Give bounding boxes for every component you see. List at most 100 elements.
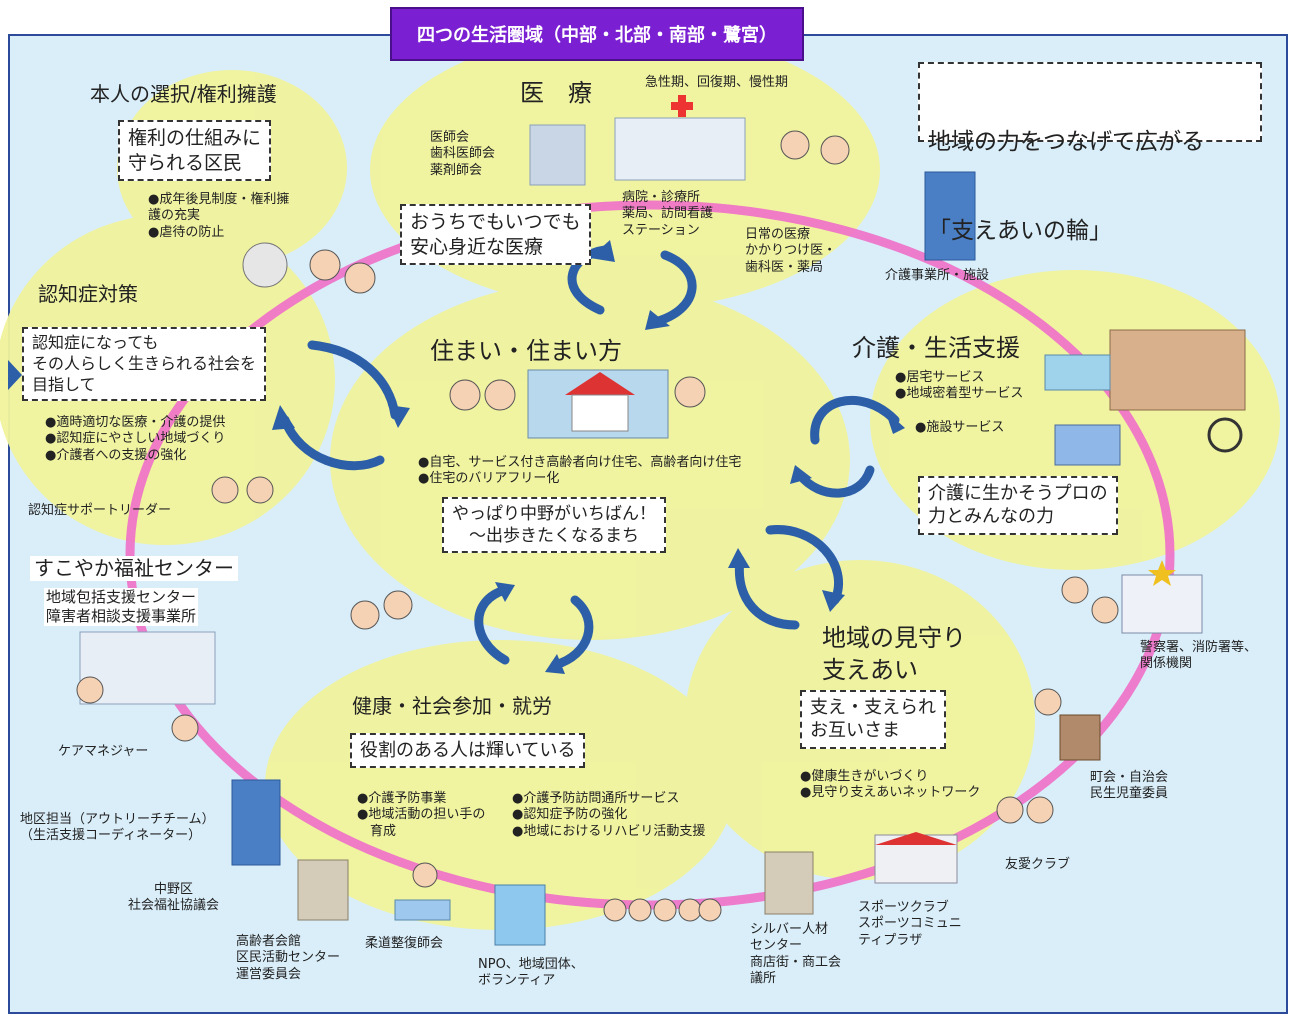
elderly-right [484,379,516,411]
ring-label-sports: スポーツクラブ スポーツコミュニ ティプラザ [858,900,962,948]
health-elder-2 [383,590,413,620]
watch-box: 支え・支えられ お互いさま [800,690,946,749]
arrowhead-9 [495,582,515,602]
center-title: すこやか福祉センター [30,556,238,581]
police-officer [1061,576,1089,604]
outreach-tower [231,779,281,866]
slogan-line1: 地域の力をつなげて広がる [928,128,1204,155]
dementia-supporter: 認知症サポートリーダー [28,503,172,518]
arrow-medical-left [567,245,610,315]
ring-label-silver: シルバー人材 センター 商店街・商工会 議所 [750,922,842,986]
arrowhead-2 [645,310,670,330]
hospital-building [614,117,746,181]
dementia-helper [309,249,341,281]
arrow-watch-bottom [734,555,800,630]
health-bullets-right: ●介護予防訪問通所サービス ●認知症予防の強化 ●地域におけるリハビリ活動支援 [512,791,706,839]
npo-house [494,884,546,946]
arrow-medical-right [650,250,697,327]
center-sub: 地域包括支援センター 障害者相談支援事業所 [44,588,199,626]
ring-label-police: 警察署、消防署等、 関係機関 [1140,640,1258,672]
care-home [1109,329,1246,411]
care-manager-figure [76,676,104,704]
arrowhead-6 [790,465,812,484]
rights-title: 本人の選択/権利擁護 [90,82,277,106]
medical-title: 医 療 [520,79,592,107]
housing-box: やっぱり中野がいちばん！ ～出歩きたくなるまち [442,497,666,554]
dementia-bullets: ●適時適切な医療・介護の提供 ●認知症にやさしい地域づくり ●介護者への支援の強… [45,415,226,463]
elderly-man [674,376,706,408]
volunteer-group [603,898,722,922]
health-title: 健康・社会参加・就労 [352,694,552,718]
police-building [1121,574,1203,634]
town-house [1059,714,1101,761]
dementia-helper2 [344,262,376,294]
health-bullets-left: ●介護予防事業 ●地域活動の担い手の 育成 [357,791,486,839]
arrowhead-3 [388,405,410,428]
health-box: 役割のある人は輝いている [350,733,586,769]
care-bath [1044,354,1111,391]
arrow-dementia-top [307,340,400,420]
silver-building [764,851,814,915]
ring-label-social-welfare: 中野区 社会福祉協議会 [128,882,220,914]
medical-periods: 急性期、回復期、慢性期 [645,75,789,90]
rights-bullets: ●成年後見制度・権利擁 護の充実 ●虐待の防止 [148,192,290,240]
care-bed [1054,424,1121,466]
arrowhead-8 [728,548,750,568]
wheelchair [1207,417,1243,453]
sports-roof [875,832,957,845]
yuai-figure2 [1026,796,1054,824]
arrow-care-bottom [795,465,875,498]
dementia-elder [242,242,288,288]
judo-figure [412,862,438,888]
police-star [1148,560,1176,586]
watch-bullets: ●健康生きがいづくり ●見守り支えあいネットワーク [800,769,981,801]
medical-building [529,124,586,186]
outreach-figure [171,714,199,742]
slogan-line2: 「支えあいの輪」 [928,218,1112,245]
judo-bed [394,899,451,921]
ring-label-yuai: 友愛クラブ [1005,857,1071,872]
arrow-care-top [810,395,900,445]
side-marker [8,360,22,390]
medical-facilities: 病院・診療所 薬局、訪問看護 ステーション [622,190,714,238]
nurse-figure [820,135,850,165]
housing-bullets: ●自宅、サービス付き高齢者向け住宅、高齢者向け住宅 ●住宅のバリアフリー化 [418,455,742,487]
house-body [571,394,629,432]
rights-box: 権利の仕組みに 守られる区民 [118,120,272,182]
ring-label-town: 町会・自治会 民生児童委員 [1090,770,1169,802]
care-bullet3: ●施設サービス [915,420,1005,435]
ring-label-npo: NPO、地域団体、 ボランティア [478,957,584,989]
medical-daily: 日常の医療 かかりつけ医・ 歯科医・薬局 [745,227,837,275]
outreach-label: 地区担当（アウトリーチチーム） （生活支援コーディネーター） [20,812,215,844]
supporter-figure [211,476,239,504]
medical-box: おうちでもいつでも 安心身近な医療 [400,204,591,266]
arrowhead-5 [885,410,905,434]
elderly-hall-building [297,859,349,921]
house-roof [565,372,635,395]
arrowhead-1 [590,240,615,262]
housing-title: 住まい・住まい方 [430,337,622,365]
header-title: 四つの生活圏域（中部・北部・南部・鷺宮） [390,7,804,61]
watch-title: 地域の見守り 支えあい [822,624,966,685]
supporter-figure2 [246,476,274,504]
yuai-figure [996,796,1024,824]
hospital-cross-h [671,102,693,110]
doctor-figure [780,130,810,160]
ring-label-elderly-hall: 高齢者会館 区民活動センター 運営委員会 [236,934,341,982]
arrow-health-left [474,585,510,665]
care-tower [924,171,976,261]
health-elder-1 [350,600,380,630]
care-box: 介護に生かそうプロの 力とみんなの力 [918,476,1118,535]
elderly-left [449,379,481,411]
arrow-health-right [550,595,594,670]
illustrations [76,95,1246,946]
medical-associations: 医師会 歯科医師会 薬剤師会 [430,130,496,178]
arrowhead-7 [822,590,845,612]
care-manager-label: ケアマネジャー [58,744,149,759]
dementia-title: 認知症対策 [38,282,138,306]
dementia-box: 認知症になっても その人らしく生きられる社会を 目指して [22,327,267,402]
arrow-watch-top [765,525,844,605]
ring-label-judo: 柔道整復師会 [365,936,444,951]
arrowhead-4 [272,405,295,430]
